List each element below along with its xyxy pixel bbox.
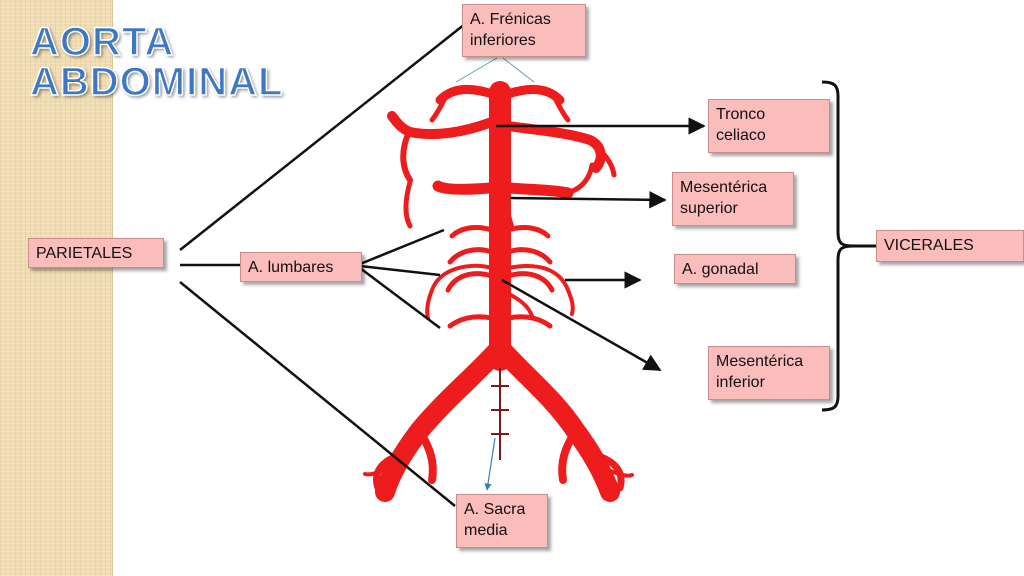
frenicas-pointer-lines <box>455 57 535 83</box>
decorative-sidebar <box>0 0 113 576</box>
label-lumbares: A. lumbares <box>240 252 362 282</box>
left-common-iliac <box>375 342 506 502</box>
label-tronco-celiaco: Tronco celiaco <box>708 99 830 153</box>
label-mesenterica-superior: Mesentérica superior <box>672 172 794 226</box>
connector-lines <box>179 19 706 507</box>
title-line-1: AORTA <box>29 20 175 64</box>
title-line-2: ABDOMINAL <box>29 60 284 104</box>
label-mesenterica-inferior: Mesentérica inferior <box>708 346 830 400</box>
label-gonadal: A. gonadal <box>674 254 796 284</box>
label-frenicas-inferiores: A. Frénicas inferiores <box>462 4 586 57</box>
aorta-artery-tree <box>363 81 634 502</box>
slide-title: AORTA ABDOMINAL <box>29 20 284 104</box>
label-parietales: PARIETALES <box>28 238 164 268</box>
label-sacra-media: A. Sacra media <box>456 494 548 548</box>
median-sacral-artery <box>491 368 509 460</box>
sacra-pointer-arrow <box>484 437 496 491</box>
right-common-iliac <box>494 342 620 502</box>
label-viscerales: VICERALES <box>876 230 1024 262</box>
